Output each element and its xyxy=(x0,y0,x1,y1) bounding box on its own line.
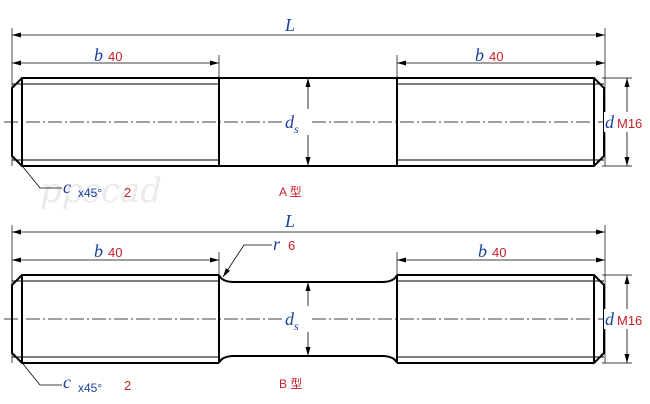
thread-symbol-right: b xyxy=(478,241,487,261)
diameter-symbol: d xyxy=(605,112,615,132)
chamfer-value: 2 xyxy=(124,378,131,393)
radius-symbol: r xyxy=(273,234,281,254)
type-b-label: B 型 xyxy=(279,377,302,391)
watermark-text: ppscad xyxy=(40,171,162,211)
chamfer-angle: x45° xyxy=(78,381,102,395)
diameter-label-background xyxy=(604,112,650,132)
diameter-label-background xyxy=(604,309,650,329)
reduced-shank-bottom-edge xyxy=(218,355,398,364)
type-a-label: A 型 xyxy=(279,185,302,199)
chamfer-leader xyxy=(18,161,62,189)
length-symbol: L xyxy=(284,15,295,35)
shank-label-background xyxy=(284,306,312,332)
reduced-shank-top-edge xyxy=(218,274,398,283)
thread-value-right: 40 xyxy=(492,245,506,260)
thread-value-left: 40 xyxy=(108,49,122,64)
thread-symbol-right: b xyxy=(475,45,484,65)
chamfer-value: 2 xyxy=(124,185,131,200)
shank-symbol: ds xyxy=(285,309,299,333)
stud-type-b: L b 40 b 40 r 6 ds d xyxy=(4,211,650,395)
radius-leader xyxy=(222,244,272,278)
chamfer-symbol: c xyxy=(63,177,71,197)
shank-symbol: ds xyxy=(285,112,299,136)
stud-type-a: L b 40 b 40 ds d M16 xyxy=(4,15,650,200)
chamfer-symbol: c xyxy=(63,372,71,392)
diameter-value: M16 xyxy=(617,313,642,328)
shank-label-background xyxy=(284,109,312,135)
diameter-value: M16 xyxy=(617,116,642,131)
radius-value: 6 xyxy=(288,238,295,253)
thread-value-left: 40 xyxy=(108,245,122,260)
chamfer-angle: x45° xyxy=(78,186,102,200)
thread-symbol-left: b xyxy=(94,45,103,65)
length-symbol: L xyxy=(284,211,295,231)
diameter-symbol: d xyxy=(605,309,615,329)
chamfer-leader xyxy=(18,358,62,386)
thread-symbol-left: b xyxy=(94,241,103,261)
thread-value-right: 40 xyxy=(489,49,503,64)
